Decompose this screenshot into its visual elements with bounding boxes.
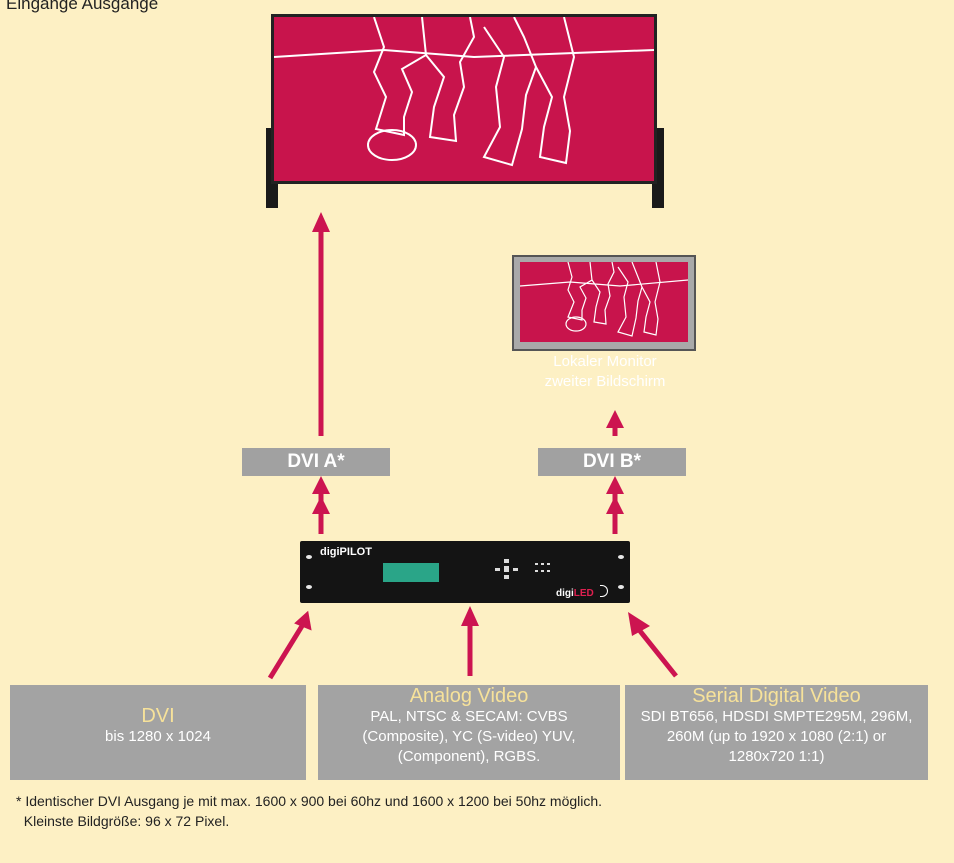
local-monitor-screen (520, 262, 688, 342)
device-display (383, 563, 439, 582)
brand-prefix: digi (556, 588, 574, 599)
input-sdi-box: Serial Digital Video SDI BT656, HDSDI SM… (625, 685, 928, 780)
input-sdi-title: Serial Digital Video (692, 685, 861, 707)
header-text: Eingänge Ausgänge (6, 0, 159, 13)
footnote-line2: Kleinste Bildgröße: 96 x 72 Pixel. (23, 813, 230, 829)
input-analog-box: Analog Video PAL, NTSC & SECAM: CVBS (Co… (318, 685, 620, 780)
footnote: * Identischer DVI Ausgang je mit max. 16… (16, 791, 602, 831)
arrow-dvi-input-head (294, 610, 312, 631)
brand-suffix: LED (573, 588, 594, 599)
device-brand-logo: digiLED (556, 585, 608, 599)
footnote-line1: * Identischer DVI Ausgang je mit max. 16… (16, 793, 603, 809)
input-dvi-desc: bis 1280 x 1024 (105, 728, 211, 745)
arrow-sdi-input (634, 624, 678, 678)
brand-mark-icon (599, 585, 608, 597)
device-name: digiPILOT (320, 546, 372, 558)
soccer-players-illustration (274, 17, 654, 167)
digipilot-device: digiPILOT digiLED (300, 541, 630, 603)
monitor-label-line2: zweiter Bildschirm (544, 373, 666, 390)
input-dvi-title: DVI (141, 705, 175, 727)
input-sdi-desc: SDI BT656, HDSDI SMPTE295M, 296M, 260M (… (640, 708, 913, 765)
screw-bottom-left (306, 585, 312, 589)
big-led-screen (271, 14, 657, 184)
screw-top-left (306, 555, 312, 559)
local-monitor-label: Lokaler Monitor zweiter Bildschirm (510, 352, 700, 392)
device-control-pad (495, 557, 555, 583)
arrow-device-to-dvi-b-upper-head (606, 476, 624, 494)
arrow-to-monitor-head (606, 410, 624, 428)
arrow-sdi-input-head (628, 612, 650, 636)
monitor-label-line1: Lokaler Monitor (553, 353, 657, 370)
control-buttons-icon (495, 559, 550, 579)
soccer-players-mini-illustration (520, 262, 688, 337)
arrow-analog-input-head (461, 606, 479, 626)
screw-top-right (618, 555, 624, 559)
arrow-dvi-input (267, 624, 305, 680)
arrow-device-to-dvi-b-lower-head (606, 496, 624, 514)
input-analog-title: Analog Video (409, 685, 529, 707)
arrow-device-to-dvi-a-lower-head (312, 496, 330, 514)
dvi-b-output: DVI B* (538, 448, 686, 476)
screw-bottom-right (618, 585, 624, 589)
input-analog-desc: PAL, NTSC & SECAM: CVBS (Composite), YC … (362, 708, 576, 765)
arrow-to-big-screen-head (312, 212, 330, 232)
dvi-a-output: DVI A* (242, 448, 390, 476)
arrow-device-to-dvi-a-upper-head (312, 476, 330, 494)
input-dvi-box: DVI bis 1280 x 1024 (10, 685, 306, 780)
